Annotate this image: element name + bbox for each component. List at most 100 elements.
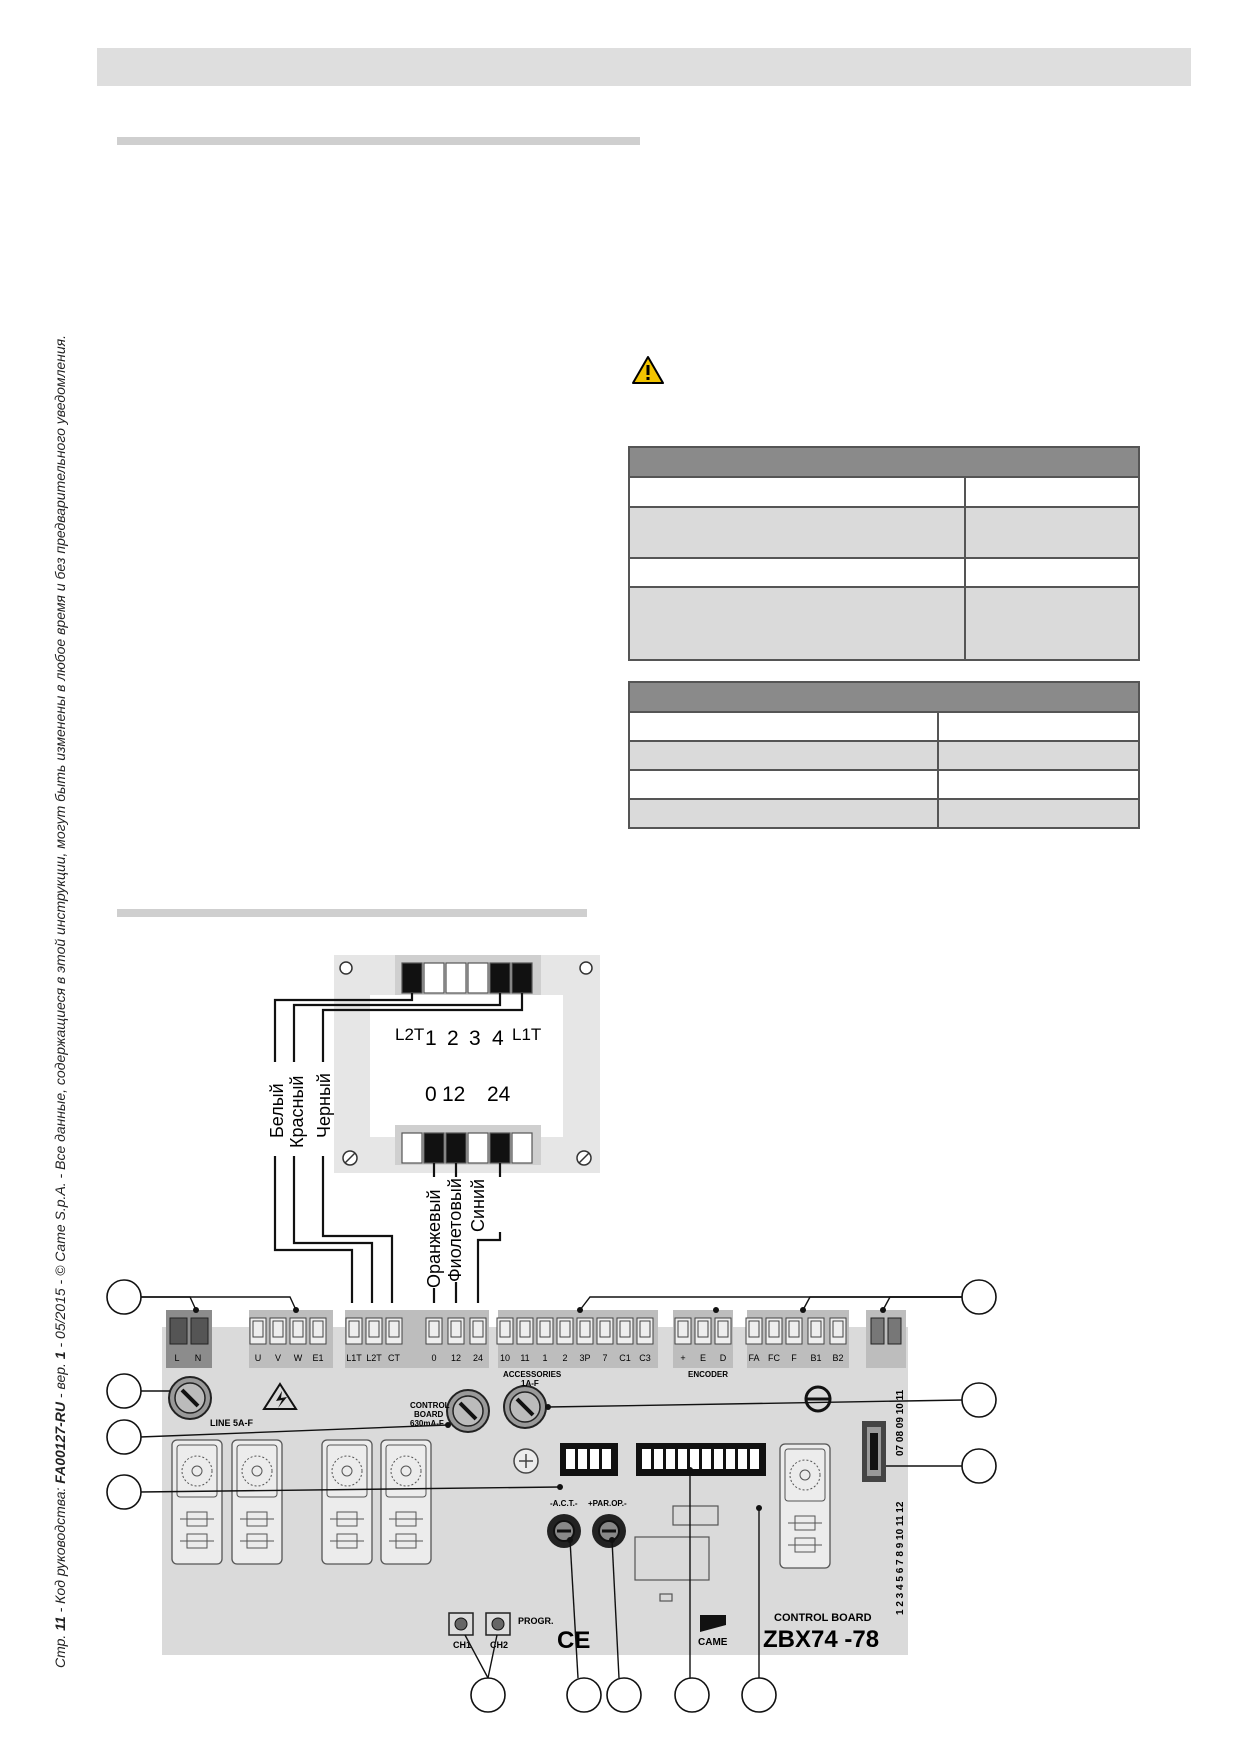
board-caption: CONTROL BOARD <box>774 1612 872 1624</box>
transformer-label-24: 24 <box>487 1083 511 1106</box>
encoder-label: ENCODER <box>688 1370 728 1379</box>
callout-circles <box>106 1279 997 1713</box>
line-fuse <box>168 1376 212 1420</box>
terminal-label: D <box>720 1353 727 1363</box>
terminal-label: U <box>255 1353 262 1363</box>
table-row <box>628 769 1140 800</box>
terminal-label: 7 <box>602 1353 607 1363</box>
terminal-screw <box>745 1317 763 1345</box>
terminal-screw <box>345 1317 363 1345</box>
terminal-label: E <box>700 1353 706 1363</box>
terminal-label: 0 <box>431 1353 436 1363</box>
transformer-label-panel <box>370 1033 563 1107</box>
transformer-label-0: 0 <box>425 1083 437 1106</box>
terminal-label: 12 <box>451 1353 461 1363</box>
primary-wires <box>273 993 524 1303</box>
terminal-screw <box>807 1317 825 1345</box>
page-header-bar <box>97 48 1191 86</box>
transformer: L2T 1 2 3 4 L1T 0 12 24 <box>334 955 600 1173</box>
terminal-screw <box>425 1317 443 1345</box>
wire-label-blue: Синий <box>468 1179 488 1232</box>
wire-label-violet: Фиолетовый <box>445 1178 465 1282</box>
terminal-label: V <box>275 1353 281 1363</box>
transformer-label-1: 1 <box>425 1027 437 1050</box>
terminal-label: C1 <box>619 1353 631 1363</box>
terminal-screw <box>385 1317 403 1345</box>
mount-hole <box>339 961 353 975</box>
terminal-screw <box>447 1317 465 1345</box>
terminal-screw <box>249 1317 267 1345</box>
connector-numbers-lower: 1 2 3 4 5 6 7 8 9 10 11 12 <box>895 1501 906 1615</box>
terminal-label: 3P <box>579 1353 590 1363</box>
terminal-screw <box>269 1317 287 1345</box>
crosshair-icon <box>804 1385 832 1413</box>
terminal-screw <box>365 1317 383 1345</box>
connector-numbers-upper: 07 08 09 10 11 <box>895 1389 906 1456</box>
terminal-screw <box>309 1317 327 1345</box>
screw-icon <box>342 1150 358 1166</box>
terminal-screw <box>536 1317 554 1345</box>
radio-connector <box>862 1421 886 1482</box>
accessories-fuse <box>503 1385 547 1429</box>
terminal-label: 2 <box>562 1353 567 1363</box>
wire-label-black: Черный <box>314 1073 334 1138</box>
terminal-screw <box>469 1317 487 1345</box>
trimmer-parop-label: +PAR.OP.- <box>588 1499 627 1508</box>
terminal-label: N <box>195 1353 202 1363</box>
came-logo: CAME <box>698 1615 728 1648</box>
wire-label-red: Красный <box>287 1076 307 1148</box>
transformer-label-4: 4 <box>492 1027 504 1050</box>
table-row <box>628 740 1140 771</box>
terminal-label: 11 <box>520 1353 529 1363</box>
terminal-screw <box>516 1317 534 1345</box>
terminal-label: FA <box>748 1353 759 1363</box>
leader-dots <box>193 1307 886 1543</box>
terminal-label: L2T <box>366 1353 382 1363</box>
table-header-row <box>628 446 1140 478</box>
terminal-label: E1 <box>312 1353 323 1363</box>
transformer-label-12: 12 <box>442 1083 465 1106</box>
trimmer-act <box>547 1514 581 1548</box>
line-fuse-label: LINE 5A-F <box>210 1418 254 1428</box>
terminal-label: 24 <box>473 1353 483 1363</box>
progr-label: PROGR. <box>518 1616 554 1626</box>
terminal-screw <box>785 1317 803 1345</box>
terminal-screw <box>714 1317 732 1345</box>
terminal-screw <box>556 1317 574 1345</box>
board-fuse <box>446 1389 490 1433</box>
table-row <box>628 506 1140 559</box>
terminal-label: FC <box>768 1353 780 1363</box>
terminal-screw <box>576 1317 594 1345</box>
table-row <box>628 557 1140 588</box>
table-row <box>628 798 1140 829</box>
board-fuse-label-1: CONTROL <box>410 1401 450 1410</box>
dip-switch-10 <box>636 1443 766 1476</box>
trimmer-parop <box>592 1514 626 1548</box>
spec-table-1 <box>628 446 1140 661</box>
dip-switch-4 <box>560 1443 618 1476</box>
terminal-screws <box>249 1317 847 1345</box>
relay <box>380 1439 432 1565</box>
high-voltage-icon <box>262 1382 298 1410</box>
terminal-screw <box>694 1317 712 1345</box>
trimmer-act-label: -A.C.T.- <box>550 1499 578 1508</box>
terminal-screw <box>765 1317 783 1345</box>
table-header-row <box>628 681 1140 713</box>
terminal-screw <box>829 1317 847 1345</box>
button-ch1 <box>448 1612 474 1636</box>
transformer-label-3: 3 <box>469 1027 481 1050</box>
board-fuse-label-3: 630mA-F <box>410 1419 444 1428</box>
button-ch2-label: CH2 <box>490 1640 508 1650</box>
wire-label-orange: Оранжевый <box>424 1189 444 1288</box>
terminal-label: L <box>174 1353 179 1363</box>
accessories-fuse-label-1: ACCESSORIES <box>503 1370 562 1379</box>
terminal-screw <box>674 1317 692 1345</box>
svg-text:CAME: CAME <box>698 1637 728 1648</box>
terminal-label: L1T <box>346 1353 362 1363</box>
section-bar-top <box>117 137 640 145</box>
terminal-screw <box>636 1317 654 1345</box>
secondary-wires <box>432 1163 502 1303</box>
terminal-label: 10 <box>500 1353 510 1363</box>
